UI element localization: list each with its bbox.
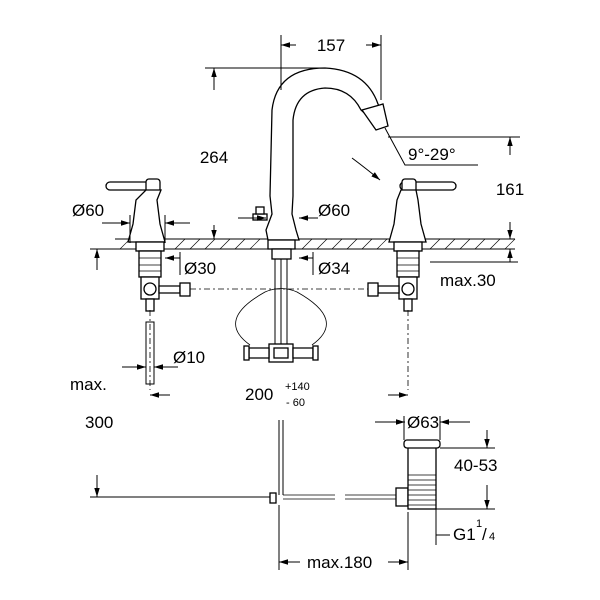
dim-swivel-angle: 9°-29°: [408, 145, 456, 164]
dim-spread-minus: - 60: [286, 397, 305, 409]
dim-spread-main: 200: [245, 385, 273, 404]
dim-thread-num: 1: [476, 518, 482, 530]
dimension-lines: [90, 35, 520, 570]
hose-outline: [145, 321, 155, 385]
countertop-deck: [115, 238, 516, 250]
dim-handle-height: 161: [496, 180, 524, 199]
drain-assembly: [269, 420, 441, 510]
dim-max-value: 300: [85, 413, 113, 432]
dim-rod-length: max.180: [307, 553, 372, 572]
dim-spout-diameter: Ø60: [318, 201, 350, 220]
spout: [235, 67, 389, 363]
left-handle-valve: [105, 178, 370, 312]
dim-thread-den: 4: [489, 531, 495, 543]
right-handle-valve: [367, 178, 457, 312]
dim-drain-diameter: Ø63: [407, 413, 439, 432]
dim-thread-slash: /: [482, 525, 487, 544]
dim-spout-hole: Ø34: [318, 259, 350, 278]
dim-handle-hole: Ø30: [184, 259, 216, 278]
dim-handle-diameter: Ø60: [72, 201, 104, 220]
dim-thread-prefix: G1: [453, 525, 476, 544]
dim-spout-height: 264: [200, 148, 228, 167]
dim-spread-plus: +140: [285, 381, 310, 393]
dim-hose-diameter: Ø10: [173, 348, 205, 367]
dim-max-label: max.: [70, 375, 107, 394]
dim-spout-reach: 157: [317, 36, 345, 55]
dim-deck-thickness: max.30: [440, 271, 496, 290]
dim-drain-range: 40-53: [454, 456, 497, 475]
